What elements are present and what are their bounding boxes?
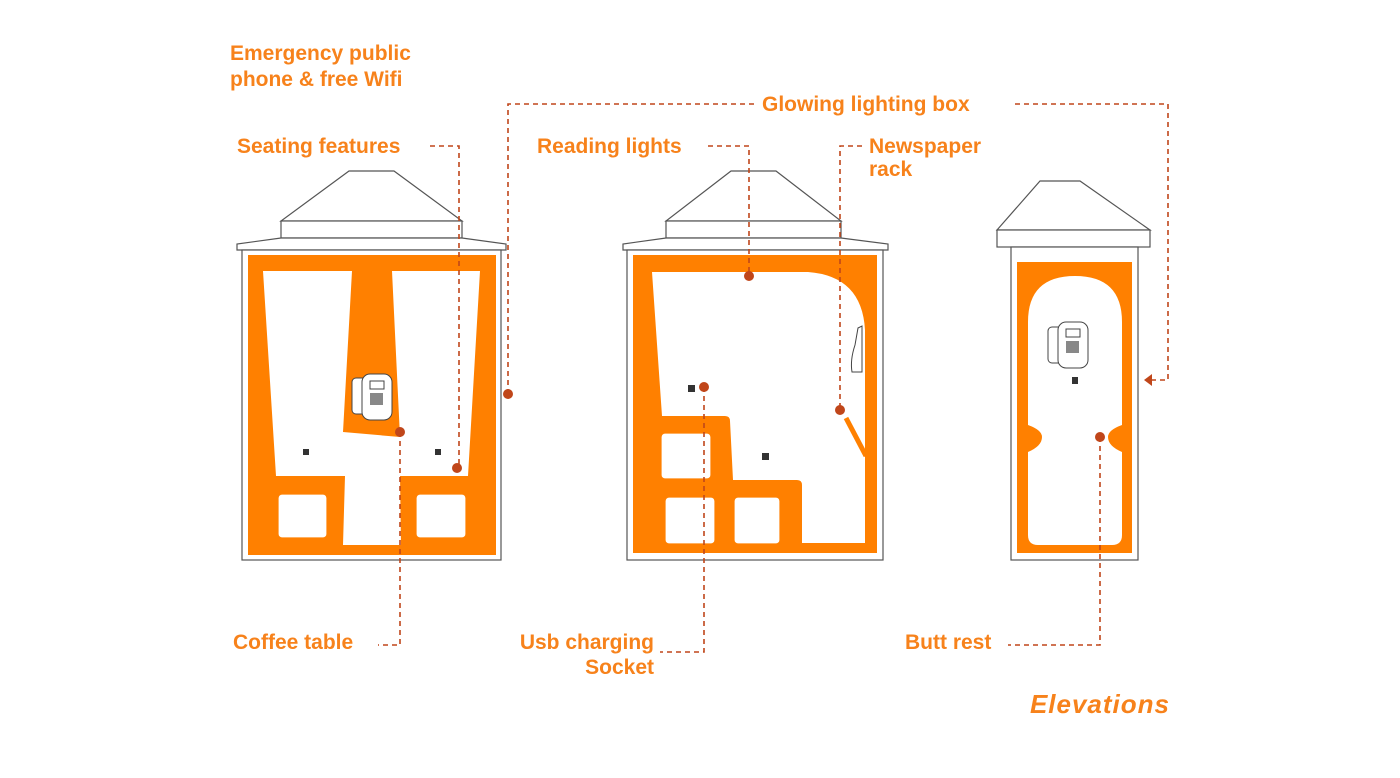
- kiosk-narrow-elevation: [995, 180, 1152, 561]
- leader-seating: [430, 145, 460, 468]
- label-newspaper-line1: Newspaper: [869, 135, 981, 158]
- usb-socket-icon: [303, 449, 309, 455]
- leader-butt: [1008, 437, 1101, 646]
- label-usb-line1: Usb charging: [520, 631, 654, 654]
- diagram-title: Elevations: [1030, 689, 1170, 719]
- butt-rest-cutout: [1028, 276, 1122, 545]
- label-coffee: Coffee table: [233, 631, 353, 654]
- leader-glowing-right: [1015, 103, 1169, 381]
- storage-box: [660, 432, 712, 480]
- marker-dot: [395, 427, 405, 437]
- storage-box: [733, 496, 781, 545]
- marker-dot: [835, 405, 845, 415]
- seating-cutout: [263, 271, 480, 545]
- marker-dot: [744, 271, 754, 281]
- marker-dot: [1095, 432, 1105, 442]
- arrow-icon: [1144, 374, 1152, 386]
- leader-usb: [660, 387, 705, 653]
- brand-paper-line1: urban: [669, 523, 699, 535]
- marker-dot: [699, 382, 709, 392]
- label-usb-line2: Socket: [585, 656, 654, 679]
- newspaper-rack-icon: [850, 325, 863, 373]
- label-phone-line2: phone & free Wifi: [230, 68, 402, 91]
- roof-eave: [622, 237, 889, 251]
- roof-pyramid: [995, 180, 1152, 231]
- brand-snack-line1: urban: [281, 515, 311, 527]
- roof-pyramid: [279, 170, 464, 222]
- phone-icon: [351, 373, 393, 421]
- usb-socket-icon: [435, 449, 441, 455]
- label-phone-line1: Emergency public: [230, 42, 411, 65]
- label-newspaper-line2: rack: [869, 158, 913, 181]
- usb-socket-icon: [688, 385, 695, 392]
- kiosk-front-elevation: urban snack: [236, 170, 507, 561]
- roof-band: [665, 220, 842, 239]
- label-seating: Seating features: [237, 135, 400, 158]
- roof-band: [996, 229, 1151, 248]
- roof-eave: [236, 237, 507, 251]
- label-reading: Reading lights: [537, 135, 682, 158]
- brand-snack-line2: snack: [281, 525, 311, 537]
- snack-vending-box: [277, 493, 328, 539]
- leader-coffee: [378, 432, 401, 646]
- roof-band: [280, 220, 463, 239]
- brand-paper-line2: paper: [669, 534, 699, 545]
- usb-socket-icon: [762, 453, 769, 460]
- leader-lines: [378, 103, 1169, 653]
- leader-newspaper: [839, 145, 862, 410]
- phone-icon: [1047, 321, 1089, 369]
- reading-cutout: [652, 272, 865, 543]
- roof-pyramid: [664, 170, 843, 222]
- kiosk-side-elevation: urban paper: [622, 170, 889, 561]
- paper-vending-box: [664, 496, 716, 545]
- leader-reading: [708, 145, 750, 276]
- marker-dot: [452, 463, 462, 473]
- newspaper-rack-bar: [843, 416, 869, 458]
- marker-dot: [503, 389, 513, 399]
- storage-box: [415, 493, 467, 539]
- leader-glowing-left: [507, 103, 755, 394]
- usb-socket-icon: [1072, 377, 1078, 384]
- label-glowing: Glowing lighting box: [762, 93, 970, 116]
- label-butt: Butt rest: [905, 631, 991, 654]
